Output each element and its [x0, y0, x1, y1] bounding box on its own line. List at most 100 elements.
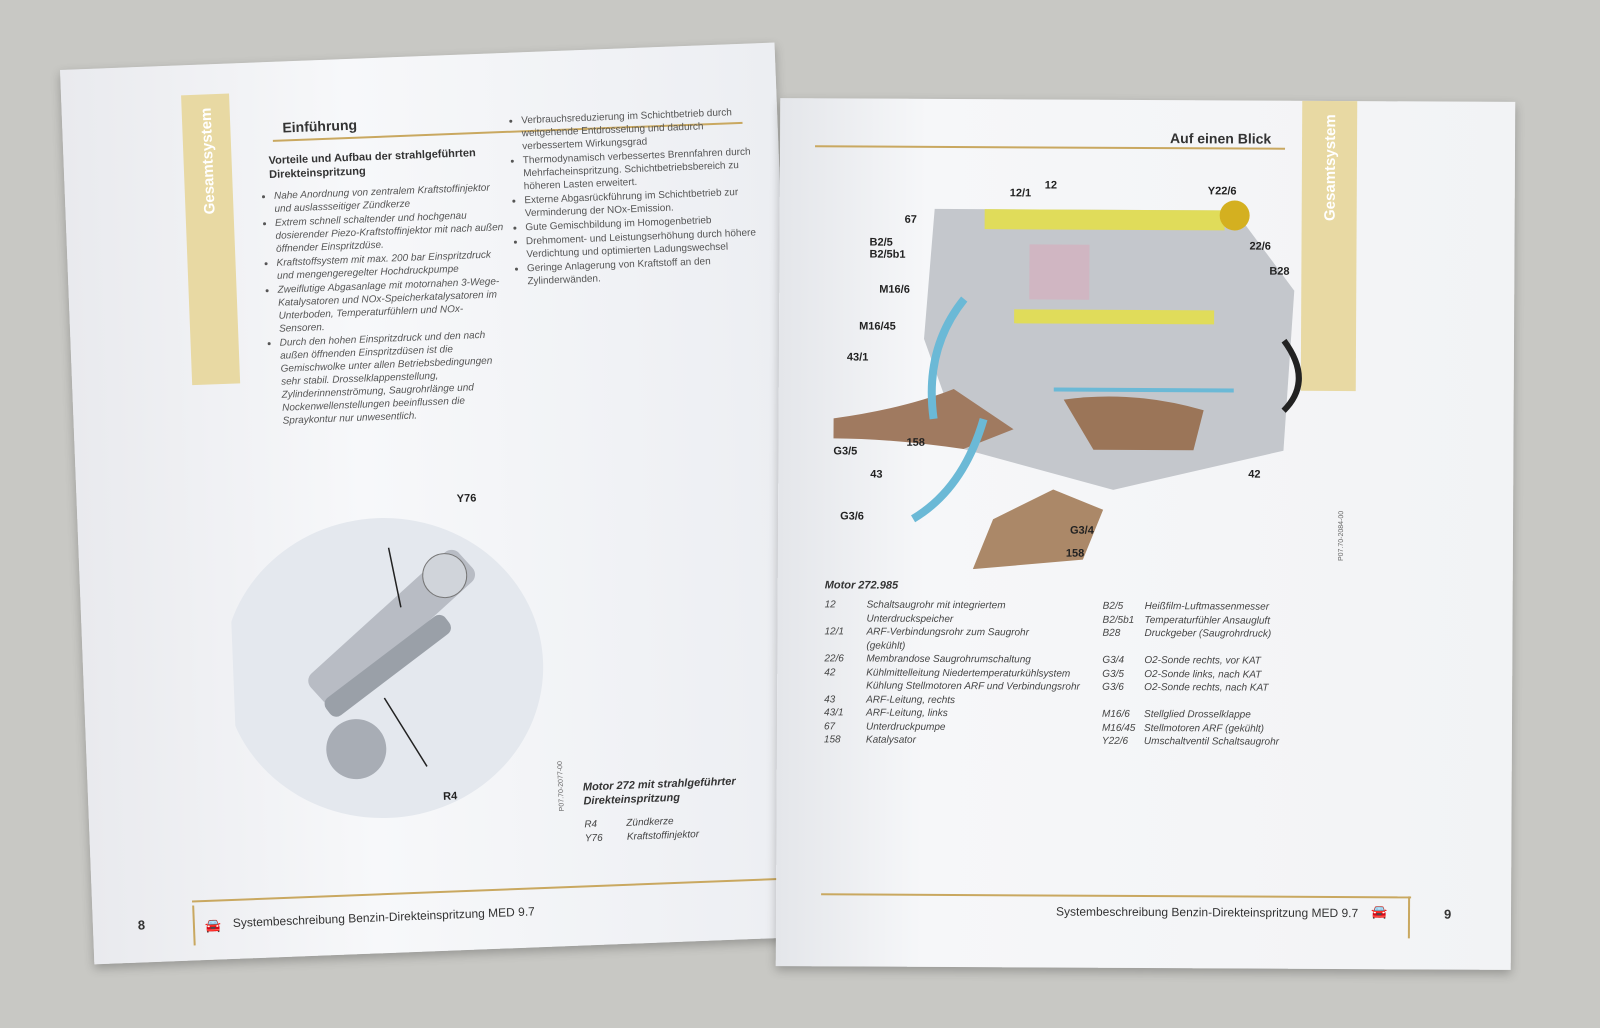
legend-row: M16/45 Stellmotoren ARF (gekühlt) — [1102, 721, 1332, 736]
engine-callout-label: 42 — [1248, 468, 1261, 481]
engine-callout-label: B28 — [1269, 265, 1290, 278]
section-tab: Gesamtsystem — [181, 93, 241, 386]
legend-text: Unterdruckpumpe — [865, 721, 946, 733]
legend-text: Stellmotoren ARF (gekühlt) — [1143, 722, 1265, 735]
figure-code: P07.70-2084-00 — [1337, 510, 1346, 562]
page-heading: Auf einen Blick — [1170, 130, 1272, 147]
legend-code: B2/5b1 — [1102, 614, 1135, 626]
legend-code: B28 — [1102, 627, 1121, 639]
footer-title: Systembeschreibung Benzin-Direkteinsprit… — [1055, 904, 1359, 921]
page-number: 8 — [137, 917, 146, 933]
engine-callout-label: 67 — [904, 213, 917, 226]
legend-row: G3/4 O2-Sonde rechts, vor KAT — [1102, 654, 1332, 669]
legend-code: B2/5 — [1102, 600, 1124, 612]
advantages-list-1: Nahe Anordnung von zentralem Kraftstoffi… — [260, 181, 513, 429]
legend-row — [1102, 640, 1332, 655]
legend-code: 22/6 — [824, 653, 844, 665]
engine-callout-label: 158 — [1065, 547, 1085, 560]
legend-code: 43 — [824, 693, 836, 705]
legend-text: Druckgeber (Saugrohrdruck) — [1144, 627, 1272, 640]
legend-code — [1102, 640, 1144, 654]
bullet-item: Durch den hohen Einspritzdruck und den n… — [279, 328, 512, 428]
subheading: Vorteile und Aufbau der strahlgeführten … — [268, 147, 476, 182]
engine-callout-label: G3/4 — [1069, 524, 1094, 537]
legend-code: 12 — [824, 599, 836, 611]
legend-code — [1102, 694, 1144, 708]
engine-callout-label: 12 — [1044, 179, 1058, 192]
engine-callout-label: 43 — [870, 468, 883, 481]
legend-row: B2/5 Heißfilm-Luftmassenmesser — [1103, 600, 1333, 615]
legend-text: O2-Sonde rechts, vor KAT — [1144, 654, 1261, 667]
left-page: Gesamtsystem Einführung Vorteile und Auf… — [60, 42, 809, 965]
legend-row: M16/6 Stellglied Drosselklappe — [1102, 708, 1332, 723]
legend-code — [824, 639, 866, 653]
car-icon: 🚘 — [1370, 904, 1388, 920]
page-number: 9 — [1443, 906, 1452, 922]
footer-bracket — [192, 905, 196, 946]
label-y76: Y76 — [456, 492, 477, 506]
legend-code: G3/4 — [1102, 654, 1125, 666]
engine-callout-label: 22/6 — [1249, 240, 1271, 253]
legend-code: Y22/6 — [1101, 735, 1129, 747]
engine-callout-label: 12/1 — [1009, 187, 1032, 200]
legend-text: O2-Sonde links, nach KAT — [1144, 668, 1262, 681]
advantages-list-2: Verbrauchsreduzierung im Schichtbetrieb … — [507, 105, 768, 290]
legend-code — [825, 612, 867, 626]
legend-row — [1102, 694, 1332, 709]
engine-callout-label: Y22/6 — [1207, 185, 1237, 198]
engine-callout-label: M16/45 — [859, 320, 896, 333]
legend-text: Unterdruckspeicher — [866, 613, 954, 625]
legend-text: ARF-Verbindungsrohr zum Saugrohr — [866, 626, 1029, 639]
legend-text — [1144, 694, 1332, 708]
legend-row: B2/5b1 Temperaturfühler Ansaugluft — [1103, 613, 1333, 628]
legend-code: 42 — [824, 666, 836, 678]
legend-text: Katalysator — [865, 734, 916, 746]
legend-code: M16/6 — [1102, 708, 1130, 720]
section-tab-label: Gesamtsystem — [1321, 114, 1340, 222]
engine-callout-label: M16/6 — [879, 283, 910, 296]
page-heading: Einführung — [282, 116, 358, 136]
footer-title: Systembeschreibung Benzin-Direkteinsprit… — [232, 904, 536, 930]
footer-rule — [821, 893, 1412, 899]
legend-text: (gekühlt) — [866, 640, 906, 652]
section-tab-label: Gesamtsystem — [197, 107, 219, 215]
legend-code — [824, 679, 866, 693]
injector-illustration — [226, 518, 544, 819]
legend-text: O2-Sonde rechts, nach KAT — [1144, 681, 1269, 694]
legend-text: Heißfilm-Luftmassenmesser — [1144, 600, 1270, 613]
legend-text: ARF-Leitung, rechts — [866, 694, 956, 706]
bullet-item: Zweiflutige Abgasanlage mit motornahen 3… — [277, 275, 509, 336]
legend-code: G3/5 — [1102, 668, 1124, 680]
legend-text: Stellglied Drosselklappe — [1144, 708, 1251, 721]
label-r4: R4 — [442, 790, 458, 803]
legend-text: Schaltsaugrohr mit integriertem — [866, 599, 1006, 612]
legend-code: G3/6 — [1102, 681, 1124, 693]
legend-text: Membrandose Saugrohrumschaltung — [866, 653, 1031, 666]
legend-text: Umschaltventil Schaltsaugrohr — [1143, 735, 1280, 748]
figure-caption-title: Motor 272 mit strahlgeführter Direkteins… — [582, 775, 736, 808]
engine-callout-label: G3/5 — [833, 445, 858, 458]
legend-row: G3/5 O2-Sonde links, nach KAT — [1102, 667, 1332, 682]
legend-row: G3/6 O2-Sonde rechts, nach KAT — [1102, 681, 1332, 696]
legend-text: ARF-Leitung, links — [866, 707, 948, 719]
legend-code: 67 — [823, 720, 836, 732]
legend-title: Motor 272.985 — [824, 579, 899, 592]
legend-code: 43/1 — [824, 707, 844, 719]
legend-code: 158 — [823, 734, 841, 746]
engine-callout-label: B2/5 — [869, 236, 893, 249]
engine-callout-label: 158 — [906, 436, 925, 449]
legend-row: B28 Druckgeber (Saugrohrdruck) — [1102, 627, 1332, 642]
engine-illustration — [833, 200, 1302, 570]
legend-code: 12/1 — [824, 626, 844, 638]
legend-text: Temperaturfühler Ansaugluft — [1144, 614, 1271, 627]
engine-callout-label: 43/1 — [846, 351, 869, 364]
legend-code: M16/45 — [1101, 722, 1136, 734]
footer-bracket — [1407, 896, 1411, 939]
legend-row: Y22/6 Umschaltventil Schaltsaugrohr — [1102, 735, 1332, 750]
legend-code: Y76 — [584, 832, 603, 844]
